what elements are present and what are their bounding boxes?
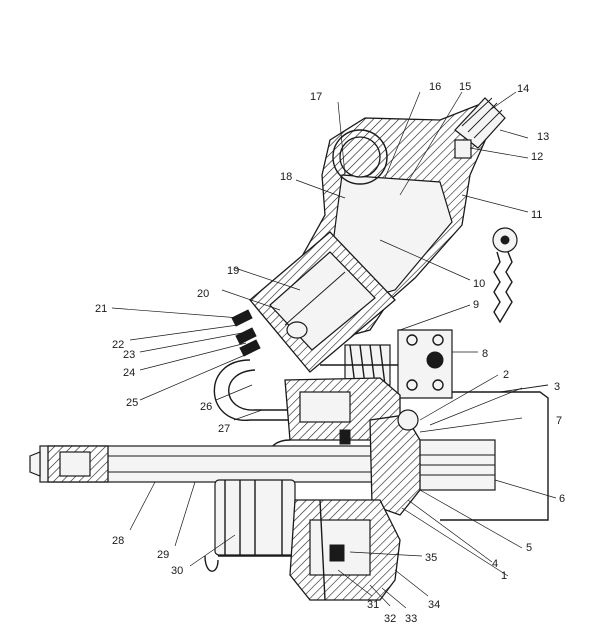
lower-gearbox: [289, 499, 401, 601]
callout-29: 29: [157, 549, 169, 561]
callout-6: 6: [559, 493, 565, 505]
callout-27: 27: [218, 423, 230, 435]
breather-fitting: [454, 97, 506, 159]
callout-19: 19: [227, 265, 239, 277]
callout-3: 3: [554, 381, 560, 393]
callout-14: 14: [517, 83, 529, 95]
callout-31: 31: [367, 599, 379, 611]
callout-2: 2: [503, 369, 509, 381]
callout-1: 1: [501, 570, 507, 582]
callout-12: 12: [531, 151, 543, 163]
callout-32: 32: [384, 613, 396, 625]
callout-26: 26: [200, 401, 212, 413]
callout-20: 20: [197, 288, 209, 300]
callout-16: 16: [429, 81, 441, 93]
callout-23: 23: [123, 349, 135, 361]
callout-10: 10: [473, 278, 485, 290]
callout-25: 25: [126, 397, 138, 409]
callout-33: 33: [405, 613, 417, 625]
pump-body: [204, 479, 296, 572]
callout-30: 30: [171, 565, 183, 577]
callout-11: 11: [531, 209, 542, 221]
callout-labels: 1 2 3 4 5 6 7 8 9 10 11 12 13 14 15 16 1…: [95, 81, 565, 625]
callout-24: 24: [123, 367, 135, 379]
callout-7: 7: [556, 415, 562, 427]
side-plate: [397, 329, 453, 399]
callout-34: 34: [428, 599, 440, 611]
angled-cylinder: [249, 231, 396, 373]
splined-output: [369, 409, 496, 516]
callout-8: 8: [482, 348, 488, 360]
adjuster-bolts: [231, 309, 261, 357]
callout-21: 21: [95, 303, 107, 315]
callout-18: 18: [280, 171, 292, 183]
leader-lines: [111, 91, 557, 609]
cap-with-chain: [492, 227, 518, 324]
callout-28: 28: [112, 535, 124, 547]
callout-17: 17: [310, 91, 322, 103]
callout-4: 4: [492, 558, 498, 570]
callout-5: 5: [526, 542, 532, 554]
callout-9: 9: [473, 299, 479, 311]
callout-35: 35: [425, 552, 437, 564]
top-shaft: [332, 129, 388, 185]
callout-13: 13: [537, 131, 549, 143]
callout-22: 22: [112, 339, 124, 351]
mounting-bracket: [440, 384, 549, 521]
callout-15: 15: [459, 81, 471, 93]
